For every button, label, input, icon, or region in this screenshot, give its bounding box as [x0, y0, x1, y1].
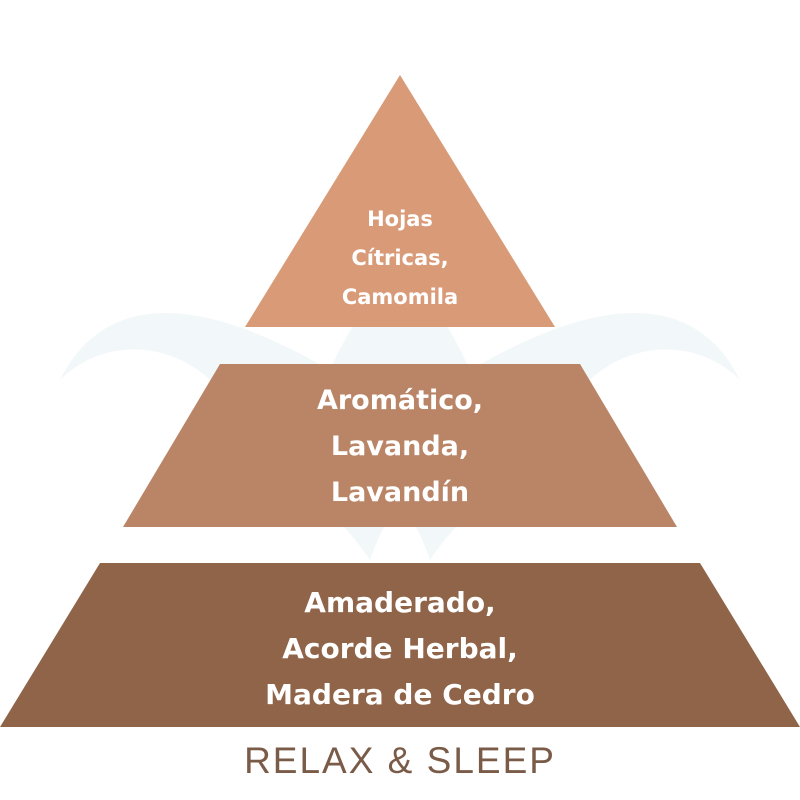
- tier-middle-line: Lavanda,: [330, 431, 470, 462]
- tier-top-line: Hojas: [367, 207, 433, 231]
- tier-top-shape: [245, 75, 555, 327]
- tier-top-line: Cítricas,: [351, 246, 449, 270]
- tier-bottom-line: Acorde Herbal,: [282, 632, 518, 665]
- tier-top-label: Hojas Cítricas, Camomila: [0, 200, 800, 317]
- caption: RELAX & SLEEP: [244, 740, 556, 781]
- tier-top-line: Camomila: [341, 285, 459, 309]
- tier-middle-line: Lavandín: [330, 477, 470, 508]
- tier-middle-line: Aromático,: [316, 385, 484, 416]
- tier-bottom-shape: [0, 563, 800, 727]
- tier-bottom-line: Madera de Cedro: [265, 678, 535, 711]
- tier-bottom-line: Amaderado,: [304, 586, 496, 619]
- tier-bottom-label: Amaderado, Acorde Herbal, Madera de Cedr…: [0, 580, 800, 718]
- tier-middle-label: Aromático, Lavanda, Lavandín: [0, 378, 800, 516]
- tier-middle-shape: [123, 364, 677, 527]
